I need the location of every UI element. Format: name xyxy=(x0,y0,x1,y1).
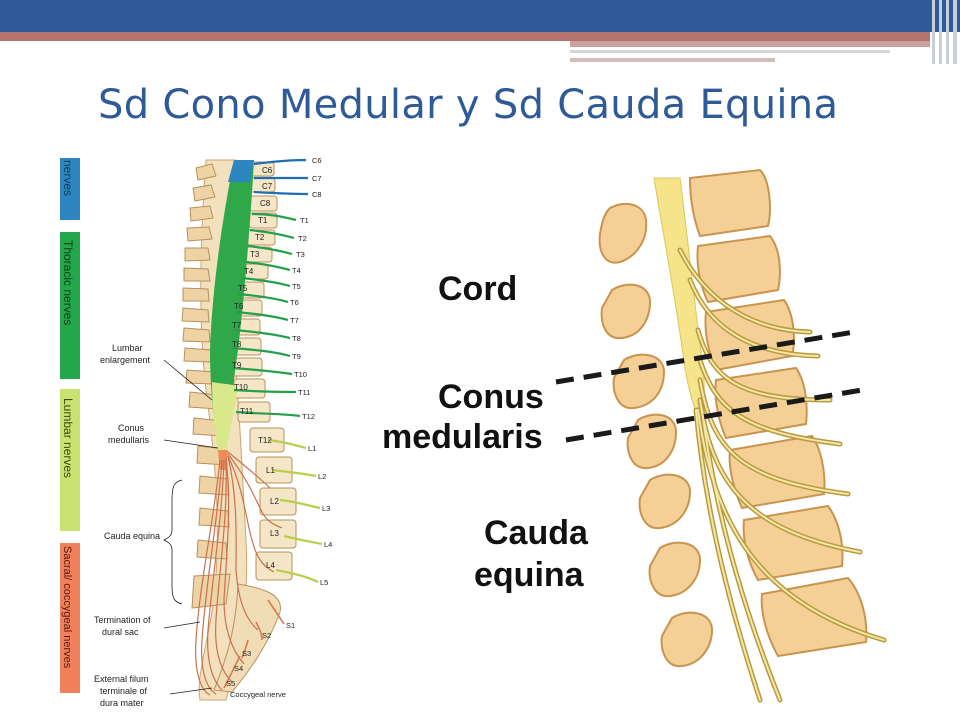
svg-text:S2: S2 xyxy=(262,631,271,640)
svg-text:L1: L1 xyxy=(308,444,316,453)
svg-text:S4: S4 xyxy=(234,664,243,673)
thoracic-band xyxy=(60,232,80,379)
label-conus: Conus xyxy=(438,378,544,416)
annot-enlargement: enlargement xyxy=(100,355,151,365)
right-spine-diagram: Cord Conus medularis Cauda equina xyxy=(382,168,887,703)
level-dashed-lines xyxy=(555,329,863,443)
cervical-band xyxy=(60,158,80,220)
svg-text:T1: T1 xyxy=(258,216,268,225)
annot-cauda-equina: Cauda equina xyxy=(104,531,160,541)
header-thin-stripe xyxy=(570,50,890,53)
band-label-sacral: Sacral/ coccygeal nerves xyxy=(61,546,73,669)
annot-conus: Conus xyxy=(118,423,145,433)
svg-text:L1: L1 xyxy=(266,466,275,475)
left-annotations: Lumbar enlargement Conus medullaris Caud… xyxy=(94,343,160,708)
svg-text:C6: C6 xyxy=(312,156,322,165)
svg-text:T12: T12 xyxy=(302,412,315,421)
svg-text:T2: T2 xyxy=(298,234,307,243)
label-cord: Cord xyxy=(438,270,517,308)
cauda-equina-roots xyxy=(195,451,283,696)
thoracic-nerve-branches xyxy=(231,212,301,418)
annotation-leaders xyxy=(163,359,219,695)
cervical-cord xyxy=(228,160,254,182)
svg-text:C6: C6 xyxy=(262,166,273,175)
slide-header-bar xyxy=(0,0,960,32)
svg-text:L2: L2 xyxy=(318,472,326,481)
svg-text:S5: S5 xyxy=(226,679,235,688)
svg-text:C8: C8 xyxy=(312,190,322,199)
annot-lumbar: Lumbar xyxy=(112,343,143,353)
svg-text:T8: T8 xyxy=(292,334,301,343)
lumbar-band xyxy=(60,389,80,531)
left-spine-diagram: nerves Thoracic nerves Lumbar nerves Sac… xyxy=(60,156,332,708)
annot-external-filum: External filum xyxy=(94,674,149,684)
svg-text:C8: C8 xyxy=(260,199,271,208)
annot-terminale: terminale of xyxy=(100,686,148,696)
svg-text:T10: T10 xyxy=(294,370,307,379)
label-equina: equina xyxy=(474,556,585,594)
label-medularis: medularis xyxy=(382,418,543,456)
sacral-nerve-branches xyxy=(223,599,285,689)
header-thin-stripe-lower xyxy=(570,58,775,62)
svg-text:L4: L4 xyxy=(324,540,332,549)
posterior-elements xyxy=(598,203,714,668)
svg-text:S3: S3 xyxy=(242,649,251,658)
annot-dura-mater: dura mater xyxy=(100,698,144,708)
svg-text:T12: T12 xyxy=(258,436,272,445)
svg-text:T4: T4 xyxy=(244,267,254,276)
label-cauda: Cauda xyxy=(484,514,589,552)
spinous-processes xyxy=(181,163,231,609)
sacral-band xyxy=(60,543,80,693)
svg-text:T5: T5 xyxy=(238,284,248,293)
band-label-cervical: nerves xyxy=(61,160,75,196)
svg-text:Coccygeal nerve: Coccygeal nerve xyxy=(230,690,286,699)
svg-text:T7: T7 xyxy=(290,316,299,325)
svg-text:L3: L3 xyxy=(322,504,330,513)
svg-text:T3: T3 xyxy=(250,250,260,259)
svg-text:T3: T3 xyxy=(296,250,305,259)
svg-text:T10: T10 xyxy=(234,383,248,392)
header-accent-stripe-secondary xyxy=(570,41,930,47)
svg-text:T9: T9 xyxy=(232,361,242,370)
lumbar-cord xyxy=(212,382,238,452)
svg-text:T1: T1 xyxy=(300,216,309,225)
svg-text:C7: C7 xyxy=(262,182,273,191)
svg-text:S1: S1 xyxy=(286,621,295,630)
svg-text:L4: L4 xyxy=(266,561,275,570)
lumbar-nerve-branches xyxy=(267,438,323,583)
right-labels: Cord Conus medularis Cauda equina xyxy=(382,270,589,594)
svg-text:T6: T6 xyxy=(234,302,244,311)
svg-text:L3: L3 xyxy=(270,529,279,538)
slide-title: Sd Cono Medular y Sd Cauda Equina xyxy=(98,82,839,128)
svg-text:T6: T6 xyxy=(290,298,299,307)
conus-tip xyxy=(218,450,228,470)
annot-dural-sac: dural sac xyxy=(102,627,139,637)
band-label-thoracic: Thoracic nerves xyxy=(61,240,75,325)
svg-text:T9: T9 xyxy=(292,352,301,361)
svg-text:T8: T8 xyxy=(232,340,242,349)
svg-text:T7: T7 xyxy=(232,321,242,330)
annot-termination: Termination of xyxy=(94,615,151,625)
svg-text:T11: T11 xyxy=(240,407,254,416)
band-label-lumbar: Lumbar nerves xyxy=(61,398,75,478)
svg-text:T11: T11 xyxy=(298,388,310,397)
header-corner-decoration xyxy=(930,0,960,64)
right-vertebral-bodies xyxy=(688,168,868,658)
svg-text:C7: C7 xyxy=(312,174,322,183)
svg-text:L2: L2 xyxy=(270,497,279,506)
cervical-nerve-branches xyxy=(253,158,309,196)
svg-text:L5: L5 xyxy=(320,578,328,587)
header-accent-stripe xyxy=(0,32,930,41)
annot-medullaris: medullaris xyxy=(108,435,150,445)
spinal-cord xyxy=(210,160,254,452)
svg-text:T5: T5 xyxy=(292,282,301,291)
vertebra-labels: C6 C7 C8 T1 T2 T3 T4 T5 T6 T7 T8 T9 T10 … xyxy=(232,166,279,570)
svg-text:T4: T4 xyxy=(292,266,301,275)
svg-text:T2: T2 xyxy=(255,233,265,242)
nerve-labels: C6 C7 C8 T1 T2 T3 T4 T5 T6 T7 T8 T9 T10 … xyxy=(226,156,332,699)
